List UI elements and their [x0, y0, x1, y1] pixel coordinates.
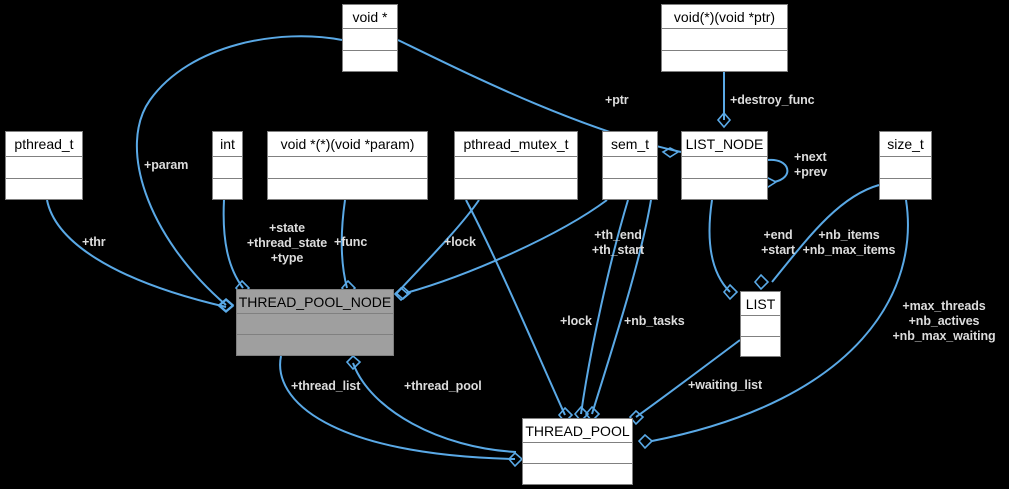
edge-label-lbl_destroy_func: +destroy_func	[730, 93, 815, 107]
class-title: void(*)(void *ptr)	[662, 5, 787, 29]
uml-class-pthread_mutex_t[interactable]: pthread_mutex_t	[454, 131, 578, 200]
class-title: LIST	[741, 292, 780, 316]
uml-class-sem_t[interactable]: sem_t	[602, 131, 658, 200]
class-attributes-compartment	[343, 29, 397, 51]
edge-label-lbl_next_prev: +next +prev	[794, 150, 828, 179]
edge-label-lbl_thread_pool: +thread_pool	[404, 379, 482, 393]
edge-max-threads	[651, 199, 909, 442]
diamond-waiting	[628, 409, 645, 426]
uml-class-pthread_t[interactable]: pthread_t	[5, 131, 83, 200]
class-operations-compartment	[741, 336, 780, 356]
class-title: pthread_mutex_t	[455, 132, 577, 157]
class-title: THREAD_POOL_NODE	[237, 290, 393, 314]
edge-label-lbl_nb_items: +nb_items +nb_max_items	[802, 228, 896, 257]
edge-lock-pool	[465, 199, 566, 416]
edge-label-lbl_th_group: +th_end +th_start	[591, 228, 645, 257]
class-operations-compartment	[268, 178, 427, 199]
class-attributes-compartment	[237, 314, 393, 335]
edge-label-lbl_param: +param	[144, 158, 189, 172]
uml-class-void_fn_ptr[interactable]: void(*)(void *ptr)	[661, 4, 788, 72]
class-operations-compartment	[880, 178, 931, 199]
class-title: int	[213, 132, 242, 157]
edge-label-lbl_end_start: +end +start	[761, 228, 795, 257]
diamond-ptr	[661, 147, 680, 158]
diamond-thr	[217, 298, 235, 314]
uml-class-int[interactable]: int	[212, 131, 243, 200]
edge-next-prev	[767, 158, 789, 183]
class-title: sem_t	[603, 132, 657, 157]
class-operations-compartment	[455, 178, 577, 199]
class-operations-compartment	[523, 464, 632, 484]
class-attributes-compartment	[455, 157, 577, 179]
edge-thread-list	[279, 355, 516, 460]
edge-label-lbl_func: +func	[334, 235, 368, 249]
class-title: LIST_NODE	[682, 132, 767, 157]
edge-label-lbl_nb_tasks: +nb_tasks	[624, 314, 685, 328]
class-operations-compartment	[343, 50, 397, 71]
class-attributes-compartment	[6, 157, 82, 179]
class-attributes-compartment	[682, 157, 767, 179]
class-attributes-compartment	[213, 157, 242, 179]
edge-label-lbl_lock_pool: +lock	[560, 314, 592, 328]
edge-label-lbl_state_group: +state +thread_state +type	[246, 221, 328, 265]
diamond-destroy	[716, 111, 732, 129]
class-operations-compartment	[662, 50, 787, 71]
class-attributes-compartment	[603, 157, 657, 179]
edge-sem-node	[405, 199, 608, 294]
edge-nb-items	[771, 184, 880, 283]
class-operations-compartment	[6, 178, 82, 199]
edge-state	[222, 199, 244, 289]
edge-func	[340, 199, 348, 289]
uml-class-thread_pool[interactable]: THREAD_POOL	[522, 418, 633, 485]
diamond-maxthreads	[637, 433, 654, 450]
class-title: void *(*)(void *param)	[268, 132, 427, 157]
diamond-endstart	[722, 283, 739, 301]
class-attributes-compartment	[662, 29, 787, 51]
edge-label-lbl_ptr: +ptr	[605, 93, 629, 107]
diamond-sem-node	[394, 285, 412, 301]
class-operations-compartment	[603, 178, 657, 199]
class-title: size_t	[880, 132, 931, 157]
edge-thread-pool	[352, 362, 517, 453]
class-operations-compartment	[237, 335, 393, 355]
class-operations-compartment	[682, 178, 767, 199]
uml-class-void_fn_param[interactable]: void *(*)(void *param)	[267, 131, 428, 200]
edge-nb-tasks	[591, 199, 652, 415]
edge-label-lbl_thr: +thr	[82, 235, 106, 249]
edge-end-start	[708, 199, 731, 293]
diamond-nbitems	[753, 273, 770, 291]
uml-class-list_node[interactable]: LIST_NODE	[681, 131, 768, 200]
class-attributes-compartment	[741, 316, 780, 337]
edge-label-lbl_max_group: +max_threads +nb_actives +nb_max_waiting	[892, 299, 996, 343]
diamond-threadlist	[507, 451, 524, 468]
edge-label-lbl_lock_node: +lock	[444, 235, 476, 249]
class-operations-compartment	[213, 178, 242, 199]
class-attributes-compartment	[880, 157, 931, 179]
edge-thr	[46, 199, 227, 308]
edge-label-lbl_thread_list: +thread_list	[291, 379, 361, 393]
edge-param	[135, 35, 343, 306]
uml-class-thread_pool_node[interactable]: THREAD_POOL_NODE	[236, 289, 394, 356]
edge-label-lbl_waiting_list: +waiting_list	[688, 378, 763, 392]
class-title: THREAD_POOL	[523, 419, 632, 443]
diamond-threadpool	[345, 354, 362, 371]
class-title: void *	[343, 5, 397, 29]
edge-th-endstart	[580, 199, 629, 415]
class-title: pthread_t	[6, 132, 82, 157]
edge-waiting-list	[635, 339, 741, 418]
class-attributes-compartment	[523, 443, 632, 464]
uml-class-void_ptr[interactable]: void *	[342, 4, 398, 72]
uml-class-list[interactable]: LIST	[740, 291, 781, 357]
class-attributes-compartment	[268, 157, 427, 179]
uml-class-size_t[interactable]: size_t	[879, 131, 932, 200]
